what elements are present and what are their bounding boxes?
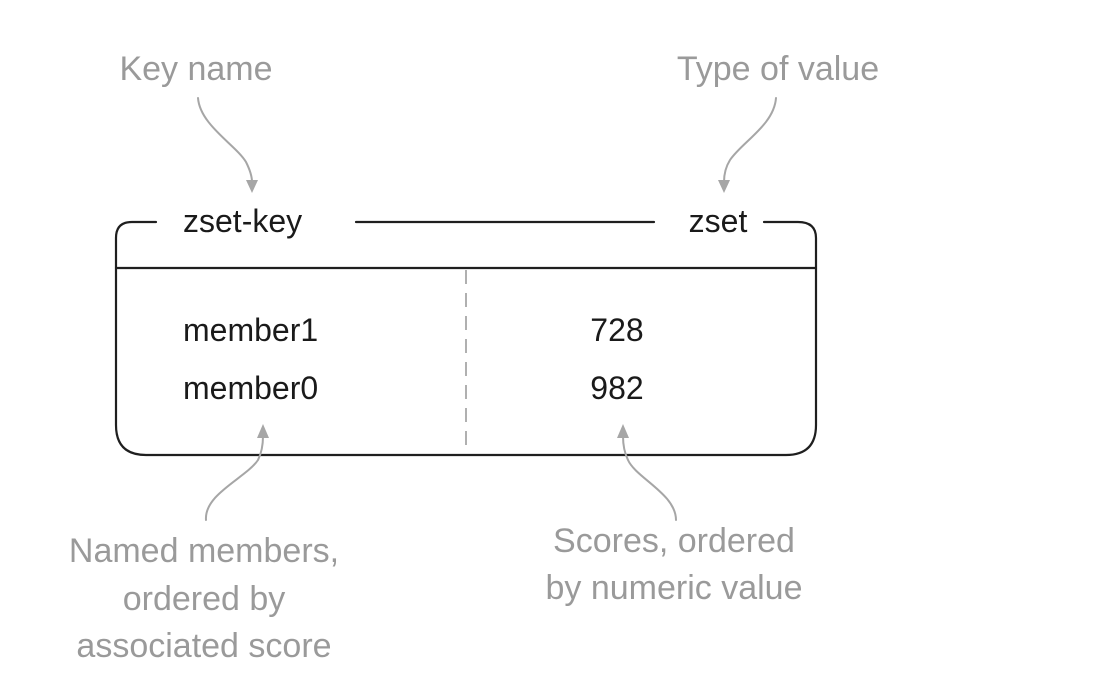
type-of-value-annotation: Type of value: [677, 50, 879, 88]
members-arrowhead: [257, 424, 269, 438]
key-name-annotation: Key name: [119, 50, 272, 88]
type-of-value-pointer: [723, 97, 777, 183]
zset-row: member1 728: [183, 312, 644, 348]
member-cell: member0: [183, 370, 318, 406]
score-cell: 982: [590, 370, 643, 406]
scores-arrowhead: [617, 424, 629, 438]
key-frame: [114, 220, 818, 457]
score-cell: 728: [590, 312, 643, 348]
scores-annotation-line: by numeric value: [545, 569, 802, 607]
scores-annotation: Scores, ordered by numeric value: [545, 522, 802, 607]
key-name-arrowhead: [246, 180, 258, 193]
members-annotation-line: associated score: [76, 627, 331, 665]
members-annotation-line: Named members,: [69, 532, 339, 570]
members-pointer: [204, 435, 264, 521]
zset-row: member0 982: [183, 370, 644, 406]
members-annotation: Named members, ordered by associated sco…: [69, 532, 339, 665]
member-cell: member1: [183, 312, 318, 348]
key-name-pointer: [197, 97, 253, 183]
scores-annotation-line: Scores, ordered: [553, 522, 795, 560]
key-type-label: zset: [689, 203, 748, 239]
type-of-value-arrowhead: [718, 180, 730, 193]
members-annotation-line: ordered by: [123, 580, 286, 618]
key-name-label: zset-key: [183, 203, 302, 239]
scores-pointer: [622, 435, 677, 521]
